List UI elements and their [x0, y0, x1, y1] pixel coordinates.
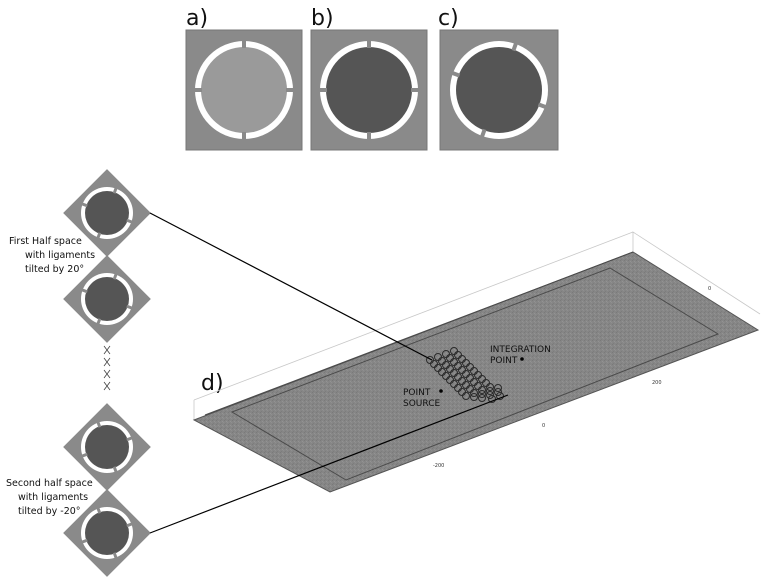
panel-c-core: [456, 47, 542, 133]
panel-a: [185, 29, 303, 151]
panel-c-label: c): [438, 6, 459, 31]
second-half-line-2: with ligaments: [18, 492, 88, 503]
tick-label-4: 0: [708, 286, 711, 292]
panel-a-core: [201, 47, 287, 133]
connector-lower: [149, 394, 509, 534]
panel-d-label: d): [201, 371, 224, 396]
second-half-annotation: Second half space with ligaments tilted …: [6, 478, 96, 517]
panel-c: [439, 29, 559, 151]
panel-b-label: b): [311, 6, 334, 31]
cell-array: [426, 347, 504, 403]
second-half-line-3: tilted by -20°: [18, 506, 81, 517]
tick-label-3: 200: [652, 380, 662, 386]
tick-label-1: -200: [433, 463, 444, 469]
first-half-line-1: First Half space: [9, 236, 82, 247]
panel-b: [310, 29, 428, 151]
point-source-marker: [439, 389, 443, 393]
integration-point-marker: [520, 357, 524, 361]
panel-b-core: [326, 47, 412, 133]
stack-continuation-marks: [103, 345, 111, 391]
panel-a-label: a): [186, 6, 208, 31]
integration-point-label: INTEGRATION POINT: [490, 345, 554, 366]
cell-upper-1: [63, 169, 151, 257]
first-half-annotation: First Half space with ligaments tilted b…: [9, 236, 98, 275]
tick-label-2: 0: [542, 423, 545, 429]
second-half-line-1: Second half space: [6, 478, 93, 489]
connector-upper: [149, 212, 433, 361]
first-half-line-3: tilted by 20°: [25, 264, 84, 275]
first-half-line-2: with ligaments: [25, 250, 95, 261]
surface-inner-frame: [204, 251, 720, 481]
point-source-label: POINT SOURCE: [403, 388, 440, 409]
